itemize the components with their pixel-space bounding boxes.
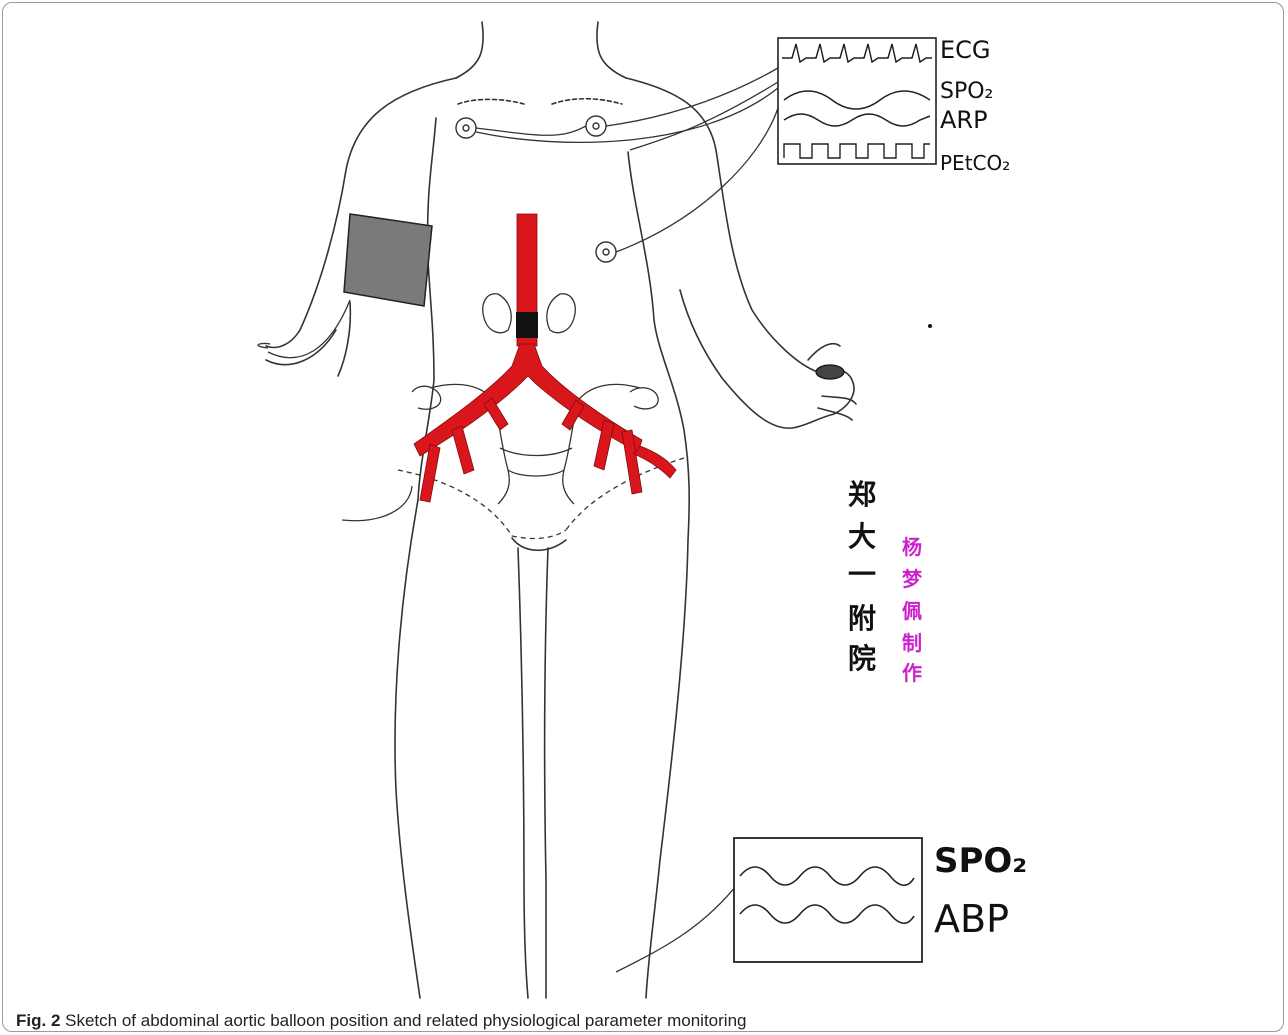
abdominal-aorta (414, 214, 676, 502)
ecg-electrode-icon (456, 118, 476, 138)
lower-abp-label: ABP (934, 897, 1009, 941)
figure-label: Fig. 2 (16, 1011, 60, 1030)
figure-caption-text: Sketch of abdominal aortic balloon posit… (65, 1011, 746, 1030)
ecg-label: ECG (940, 36, 991, 64)
lower-spo2-label: SPO₂ (934, 841, 1027, 881)
lead-wires (258, 68, 778, 972)
ecg-electrode-icon (586, 116, 606, 136)
author-char: 梦 (902, 567, 923, 591)
institution-annotation: 郑 大 一 附 院 (848, 478, 876, 675)
author-char: 制 (902, 631, 922, 655)
author-char: 杨 (902, 535, 922, 559)
bp-cuff-icon (344, 214, 432, 306)
institution-char: 一 (848, 558, 876, 591)
ecg-electrode-icon (596, 242, 616, 262)
body-sketch: ECG SPO₂ ARP PEtCO₂ SPO₂ ABP 郑 大 一 附 院 杨… (0, 0, 1288, 1000)
petco2-label: PEtCO₂ (940, 151, 1010, 175)
aortic-balloon (516, 312, 538, 338)
institution-char: 附 (848, 602, 876, 635)
author-char: 作 (902, 661, 922, 685)
figure-caption: Fig. 2 Sketch of abdominal aortic balloo… (16, 1011, 747, 1031)
institution-char: 院 (848, 642, 876, 675)
institution-char: 大 (848, 520, 876, 553)
author-char: 佩 (902, 599, 922, 623)
lower-monitor-screen (734, 838, 922, 962)
stray-dot (928, 324, 932, 328)
institution-char: 郑 (848, 478, 876, 511)
arp-label: ARP (940, 106, 988, 134)
pelvis (398, 294, 684, 539)
lower-monitor: SPO₂ ABP (734, 838, 1027, 962)
pulse-oximeter-icon (816, 365, 844, 379)
author-annotation: 杨 梦 佩 制 作 (902, 535, 923, 685)
spo2-label: SPO₂ (940, 79, 993, 104)
upper-monitor: ECG SPO₂ ARP PEtCO₂ (778, 36, 1010, 175)
